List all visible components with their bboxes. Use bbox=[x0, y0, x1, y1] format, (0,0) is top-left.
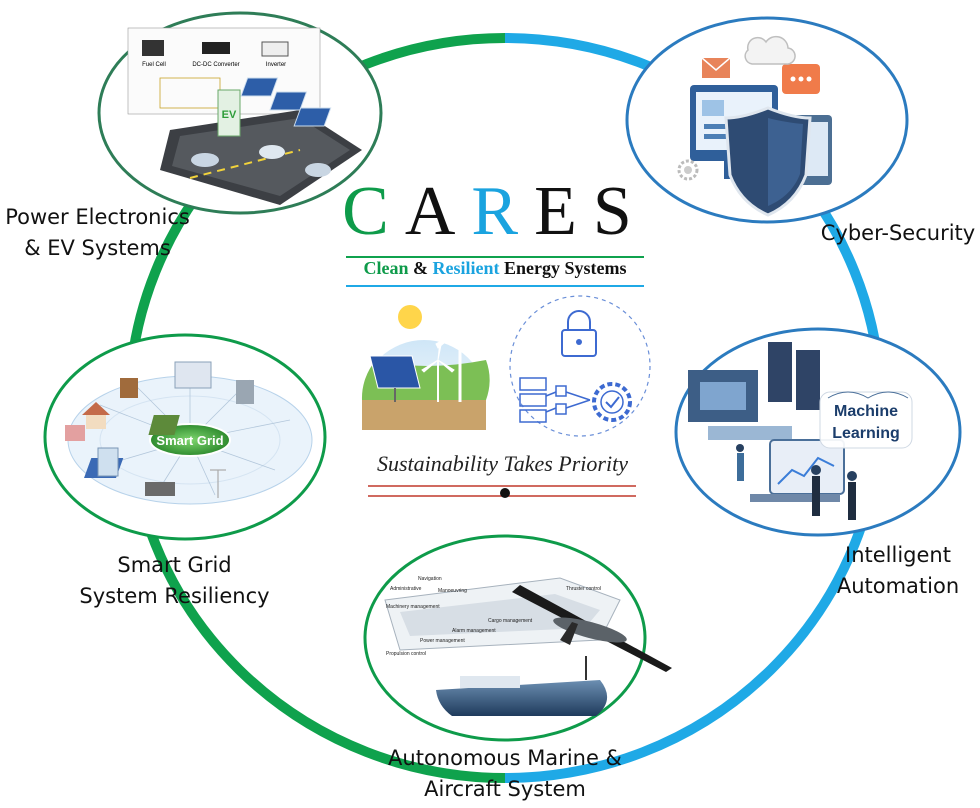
machine-learning-line2: Learning bbox=[832, 425, 900, 442]
intelligent-automation-node: Machine Learning bbox=[674, 327, 962, 537]
smart-grid-hub-label: Smart Grid bbox=[156, 433, 223, 448]
automation-illustration bbox=[688, 342, 857, 520]
cyber-security-label: Cyber-Security bbox=[818, 218, 978, 249]
ship-label-thruster: Thruster control bbox=[566, 586, 601, 592]
fuel-cell-label: Fuel Cell bbox=[142, 62, 166, 68]
tagline-energy-systems: Energy Systems bbox=[499, 258, 627, 278]
machine-learning-badge: Machine Learning bbox=[819, 391, 913, 449]
logo-letter-a: A bbox=[404, 173, 472, 250]
autonomous-systems-label: Autonomous Marine & Aircraft System bbox=[380, 743, 630, 805]
server-rack-icon bbox=[519, 377, 547, 423]
autonomous-line1: Autonomous Marine & bbox=[388, 746, 622, 770]
smart-grid-line2: System Resiliency bbox=[79, 584, 270, 608]
inverter-label: Inverter bbox=[266, 62, 286, 68]
sun-icon bbox=[398, 305, 422, 329]
motto-divider bbox=[368, 485, 636, 498]
wind-turbine-icon bbox=[421, 297, 487, 402]
dcdc-label: DC-DC Converter bbox=[192, 62, 239, 68]
ev-label: EV bbox=[222, 109, 237, 121]
tagline-and: & bbox=[408, 258, 433, 278]
cyber-security-line1: Cyber-Security bbox=[820, 221, 976, 245]
ship-label-manoeuvring: Manoeuvring bbox=[438, 588, 467, 594]
chat-bubble-icon bbox=[782, 64, 820, 94]
ship-label-navigation: Navigation bbox=[418, 576, 442, 582]
shield-icon bbox=[724, 106, 812, 217]
smart-grid-label: Smart Grid System Resiliency bbox=[72, 550, 277, 612]
intelligent-automation-label: Intelligent Automation bbox=[818, 540, 978, 602]
sustainability-illustration bbox=[361, 297, 490, 430]
intelligent-automation-line2: Automation bbox=[836, 574, 960, 598]
digital-security-illustration bbox=[509, 295, 651, 437]
autonomous-systems-node: Navigation Administrative Manoeuvring Th… bbox=[363, 534, 672, 742]
cloud-icon bbox=[744, 35, 796, 65]
ship-label-propulsion: Propulsion control bbox=[386, 651, 426, 657]
machine-learning-line1: Machine bbox=[834, 403, 898, 420]
power-electronics-line1: Power Electronics bbox=[5, 205, 190, 229]
center-panel bbox=[346, 256, 651, 498]
gear-check-icon bbox=[592, 382, 632, 422]
ship-label-cargo: Cargo management bbox=[488, 618, 533, 624]
smart-grid-line1: Smart Grid bbox=[117, 553, 232, 577]
ship-label-power: Power management bbox=[420, 638, 465, 644]
logo-letter-r: R bbox=[471, 173, 535, 250]
autonomous-ship-icon bbox=[436, 656, 608, 716]
power-electronics-node: Fuel Cell DC-DC Converter Inverter EV bbox=[97, 11, 383, 215]
autonomous-line2: Aircraft System bbox=[424, 777, 586, 801]
smart-grid-node: Smart Grid bbox=[43, 333, 327, 541]
power-electronics-line2: & EV Systems bbox=[24, 236, 171, 260]
motto-text: Sustainability Takes Priority bbox=[377, 451, 628, 476]
network-nodes-icon bbox=[545, 385, 591, 415]
drone-aircraft-icon bbox=[512, 585, 672, 672]
tagline-resilient: Resilient bbox=[432, 258, 500, 278]
cares-logo: CARES bbox=[335, 172, 655, 252]
ship-label-administrative: Administrative bbox=[390, 586, 422, 592]
gear-icon bbox=[677, 159, 699, 181]
lock-icon bbox=[561, 310, 597, 357]
ev-charging-illustration: Fuel Cell DC-DC Converter Inverter EV bbox=[127, 27, 362, 205]
ship-label-alarm: Alarm management bbox=[452, 628, 496, 634]
ship-label-machinery: Machinery management bbox=[386, 604, 440, 610]
smart-grid-illustration: Smart Grid bbox=[65, 361, 313, 505]
solar-panel-icon bbox=[369, 355, 421, 402]
power-electronics-label: Power Electronics & EV Systems bbox=[0, 202, 195, 264]
intelligent-automation-line1: Intelligent bbox=[845, 543, 951, 567]
cares-tagline: Clean & Resilient Energy Systems bbox=[340, 258, 650, 279]
logo-letter-s: S bbox=[592, 173, 648, 250]
cyber-security-node bbox=[625, 16, 909, 224]
tagline-clean: Clean bbox=[363, 258, 409, 278]
mail-icon bbox=[701, 57, 731, 78]
logo-letter-c: C bbox=[342, 173, 405, 250]
logo-letter-e: E bbox=[534, 173, 593, 250]
